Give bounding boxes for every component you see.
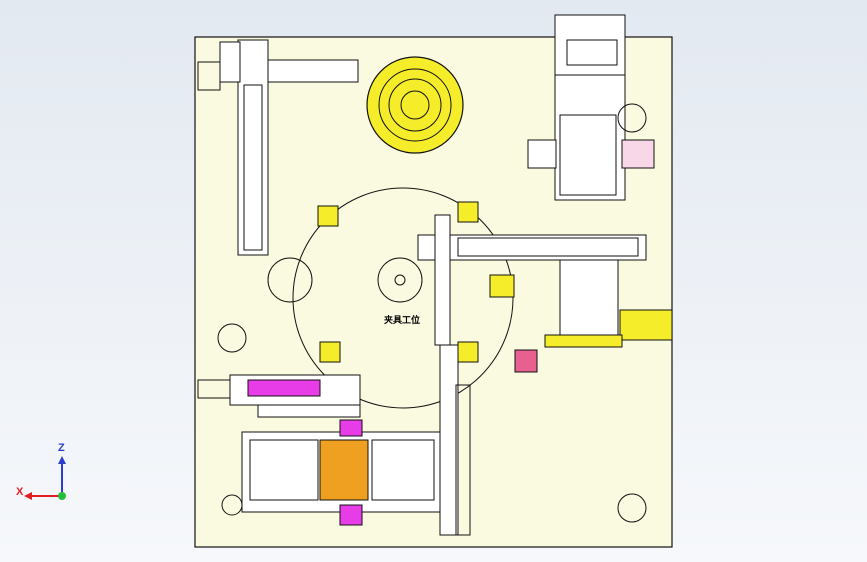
top-right-magazine (527, 14, 655, 201)
corner-cylinder-bottom-left (221, 494, 243, 516)
corner-cylinder-bottom-right (617, 493, 647, 523)
bottom-left-module (197, 374, 361, 418)
corner-cylinder-left (217, 323, 247, 353)
rotary-table (292, 187, 514, 409)
gripper-right (457, 201, 479, 223)
vibratory-feeder-bowl (366, 56, 464, 154)
bottom-tray (241, 419, 441, 526)
triad-z-label: Z (58, 442, 65, 454)
rotary-hub-bore (394, 274, 406, 286)
coordinate-triad (24, 456, 66, 500)
left-conveyor (197, 39, 359, 256)
corner-cylinder-right (617, 103, 647, 133)
gripper-bottom (319, 341, 341, 363)
horizontal-conveyor (417, 214, 647, 346)
indexer-left (267, 257, 313, 303)
right-tray (489, 259, 673, 373)
gripper-left (317, 205, 339, 227)
triad-x-label: X (16, 486, 24, 498)
bottom-center-conveyor (439, 344, 471, 536)
gripper-bottom-right (457, 341, 479, 363)
rotary-hub (377, 257, 423, 303)
station-label: 夹具工位 (384, 316, 421, 326)
